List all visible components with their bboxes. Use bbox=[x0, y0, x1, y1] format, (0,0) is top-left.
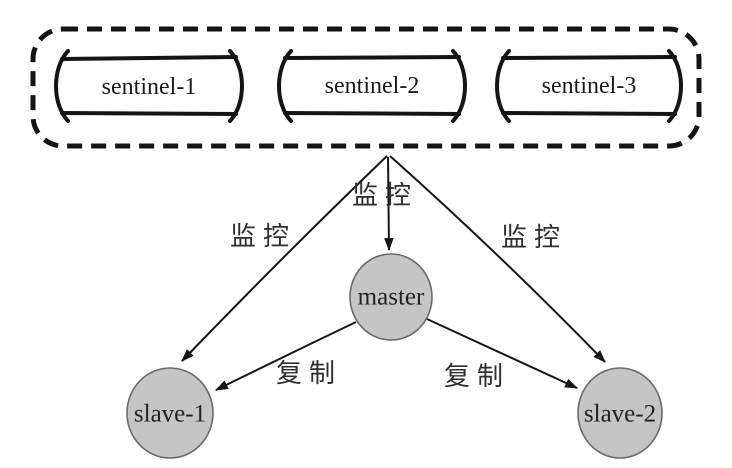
replicate-arrow-to-slave2 bbox=[426, 318, 578, 389]
sentinel-2-label: sentinel-2 bbox=[324, 73, 420, 99]
sentinel-cluster-border bbox=[30, 26, 702, 149]
sentinel-1-box bbox=[54, 49, 244, 123]
monitor-label-middle: 监控 bbox=[351, 181, 419, 210]
sentinel-1-label: sentinel-1 bbox=[101, 74, 197, 100]
monitor-label-left: 监控 bbox=[229, 222, 297, 251]
monitor-arrow-to-master bbox=[384, 156, 394, 252]
monitor-arrow-to-slave1 bbox=[181, 155, 388, 362]
sentinel-2-box bbox=[277, 49, 467, 123]
monitor-label-right: 监控 bbox=[500, 223, 568, 252]
sentinel-3-label: sentinel-3 bbox=[541, 73, 637, 99]
replicate-label-right: 复制 bbox=[443, 362, 511, 391]
slave2-node-label: slave-2 bbox=[583, 400, 657, 428]
slave1-node-shape bbox=[126, 367, 214, 459]
slave2-node-shape bbox=[577, 367, 663, 459]
master-node-shape bbox=[349, 253, 433, 341]
replicate-arrow-to-slave1 bbox=[215, 321, 357, 391]
slave1-node-label: slave-1 bbox=[133, 400, 207, 428]
sentinel-3-box bbox=[495, 49, 683, 123]
monitor-arrow-to-slave2 bbox=[389, 155, 606, 363]
replicate-label-left: 复制 bbox=[275, 359, 343, 388]
master-node-label: master bbox=[357, 283, 425, 311]
